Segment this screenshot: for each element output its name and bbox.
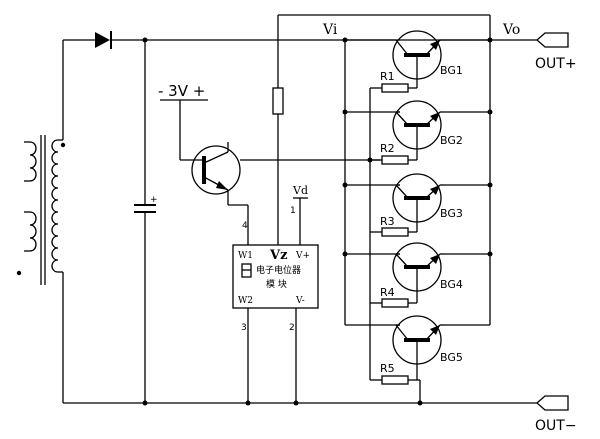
module-text-line1: 电子电位器 xyxy=(256,264,301,276)
r5-label: R5 xyxy=(380,362,395,375)
out-minus-terminal: OUT− xyxy=(535,395,577,434)
bg3-label: BG3 xyxy=(440,207,463,220)
label-vo: Vo xyxy=(502,22,520,38)
pin-2: 2 xyxy=(289,323,295,333)
bg2-label: BG2 xyxy=(440,134,463,147)
transistor-bg5: BG5 R5 xyxy=(370,315,463,403)
label-vd: Vd xyxy=(292,184,308,197)
transformer xyxy=(16,40,66,403)
module-text-line2: 模 块 xyxy=(266,278,287,290)
label-out-plus: OUT+ xyxy=(535,56,577,72)
bg4-label: BG4 xyxy=(440,278,463,291)
pin-1: 1 xyxy=(290,206,296,216)
transistor-bg4: BG4 R4 xyxy=(370,242,463,308)
r3-label: R3 xyxy=(380,215,395,228)
label-vi: Vi xyxy=(322,22,338,38)
pin-4: 4 xyxy=(242,221,248,231)
bus-lines xyxy=(344,15,537,380)
r2-label: R2 xyxy=(380,142,395,155)
transistor-bg2: BG2 R2 xyxy=(370,100,463,165)
rectifier-diode xyxy=(63,31,490,49)
potentiometer-module: W1 Vz V+ 电子电位器 模 块 W2 V- 4 1 3 2 xyxy=(232,206,319,403)
pin-w1-label: W1 xyxy=(238,251,253,261)
driver-transistor xyxy=(160,99,380,245)
pin-vminus-label: V- xyxy=(295,296,305,306)
label-out-minus: OUT− xyxy=(535,418,577,434)
pin-3: 3 xyxy=(241,323,247,333)
filter-capacitor: + xyxy=(134,40,158,403)
out-plus-terminal: OUT+ xyxy=(535,32,577,72)
svg-text:+: + xyxy=(150,195,158,205)
junction-dots xyxy=(142,37,493,406)
pin-w2-label: W2 xyxy=(238,296,253,306)
transistor-bg1: BG1 R1 xyxy=(345,30,463,93)
module-vz-label: Vz xyxy=(269,248,287,263)
label-minus-3v: - 3V + xyxy=(158,82,205,100)
transistor-bg3: BG3 R3 xyxy=(370,173,463,237)
pin-vplus-label: V+ xyxy=(295,251,310,261)
bg1-label: BG1 xyxy=(440,64,463,77)
r1-label: R1 xyxy=(380,70,395,83)
feed-resistor xyxy=(272,14,490,245)
bg5-label: BG5 xyxy=(440,351,463,364)
r4-label: R4 xyxy=(380,286,395,299)
